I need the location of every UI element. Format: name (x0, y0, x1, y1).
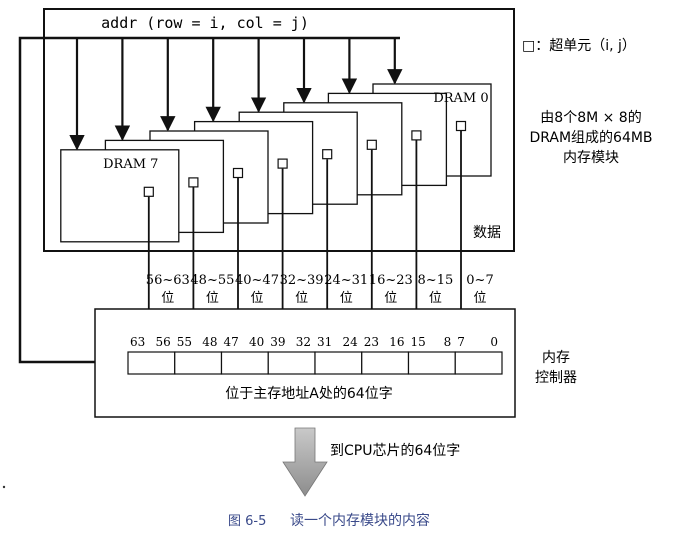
controller-label-line2: 控制器 (535, 370, 577, 386)
bit-number: 15 (411, 335, 426, 349)
bit-range-label: 0~7 (466, 273, 493, 288)
bit-range-label: 40~47 (235, 273, 279, 288)
word-byte-cell (267, 351, 316, 375)
bit-number: 7 (457, 335, 465, 349)
dram-7-label: DRAM 7 (103, 157, 158, 172)
bit-range-label: 8~15 (418, 273, 454, 288)
word-caption: 位于主存地址A处的64位字 (225, 386, 392, 402)
bit-number: 0 (490, 335, 498, 349)
bit-number: 40 (249, 335, 264, 349)
bit-range-unit: 位 (295, 291, 308, 306)
dram-chip-7 (60, 149, 180, 243)
bit-range-label: 48~55 (190, 273, 234, 288)
figure-number: 图 6-5 (228, 514, 266, 529)
bit-range-unit: 位 (340, 291, 353, 306)
supercell-legend: □：超单元（i, j） (522, 38, 636, 54)
bit-number: 48 (202, 335, 217, 349)
word-byte-cell (127, 351, 176, 375)
supercell-4 (277, 158, 288, 169)
module-desc-line2: DRAM组成的64MB (529, 130, 652, 146)
bit-number: 39 (270, 335, 285, 349)
dram-0-label: DRAM 0 (433, 91, 488, 106)
word-register (127, 351, 503, 375)
word-byte-cell (407, 351, 456, 375)
word-byte-cell (174, 351, 223, 375)
bit-range-unit: 位 (206, 291, 219, 306)
supercell-2 (366, 139, 377, 150)
word-byte-cell (454, 351, 503, 375)
bit-number: 8 (444, 335, 452, 349)
scan-dot (2, 485, 6, 489)
bit-range-label: 24~31 (324, 273, 368, 288)
output-label: 到CPU芯片的64位字 (330, 443, 460, 459)
bit-range-label: 32~39 (280, 273, 324, 288)
word-byte-cell (220, 351, 269, 375)
data-label: 数据 (473, 225, 501, 241)
bit-range-unit: 位 (473, 291, 486, 306)
bit-number: 56 (155, 335, 170, 349)
bit-range-unit: 位 (161, 291, 174, 306)
addr-bus-line (18, 36, 400, 364)
word-byte-cell (314, 351, 363, 375)
bit-number: 55 (177, 335, 192, 349)
supercell-5 (232, 167, 244, 179)
supercell-3 (322, 149, 333, 160)
bit-number: 31 (317, 335, 332, 349)
supercell-7 (143, 186, 154, 197)
address-arrows (69, 38, 403, 151)
word-byte-cell (361, 351, 410, 375)
bit-range-label: 16~23 (369, 273, 413, 288)
bit-range-label: 56~63 (146, 273, 190, 288)
dram-chips: DRAM 0 DRAM 7 (60, 83, 492, 243)
controller-label-line1: 内存 (542, 350, 570, 366)
bit-range-unit: 位 (384, 291, 397, 306)
module-desc-line1: 由8个8M × 8的 (540, 110, 641, 126)
addr-label: addr (row = i, col = j) (101, 14, 309, 32)
supercell-0 (455, 120, 467, 132)
output-arrow-icon (282, 427, 328, 497)
bit-range-unit: 位 (429, 291, 442, 306)
bit-number: 63 (130, 335, 145, 349)
bit-range-labels: 56~63 位 48~55 位 40~47 位 32~39 位 24~31 位 16~23 位 8~15… (146, 273, 494, 306)
supercell-6 (188, 177, 199, 188)
figure-title: 读一个内存模块的内容 (290, 512, 430, 529)
bit-range-unit: 位 (250, 291, 263, 306)
bit-number: 47 (224, 335, 239, 349)
bit-number: 16 (389, 335, 404, 349)
bit-number: 24 (342, 335, 358, 349)
bit-number: 32 (296, 335, 311, 349)
supercell-1 (411, 130, 422, 141)
module-desc-line3: 内存模块 (563, 150, 619, 166)
bit-number: 23 (364, 335, 379, 349)
